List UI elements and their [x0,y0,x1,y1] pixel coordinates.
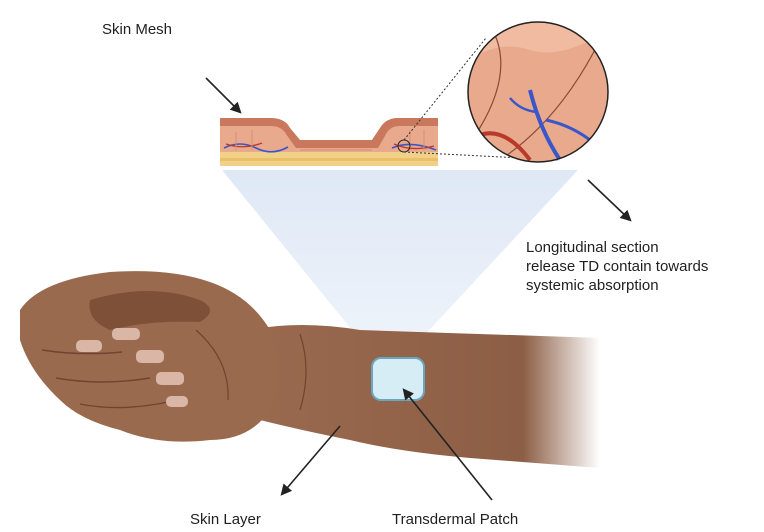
label-transdermal-patch: Transdermal Patch [392,510,518,529]
forearm-illustration [20,271,600,468]
section-line-3: systemic absorption [526,276,708,295]
arrow-skin-layer [282,426,340,494]
magnifier-circle-illustration [468,20,610,162]
section-line-2: release TD contain towards [526,257,708,276]
section-line-1: Longitudinal section [526,238,708,257]
arrow-skin-mesh [206,78,240,112]
arrow-section [588,180,630,220]
label-skin-mesh: Skin Mesh [102,20,172,39]
skin-mesh-illustration [220,118,438,166]
label-skin-layer: Skin Layer [190,510,261,529]
projection-cone [222,170,578,340]
patch-illustration [372,358,424,400]
label-longitudinal-section: Longitudinal section release TD contain … [526,238,708,295]
